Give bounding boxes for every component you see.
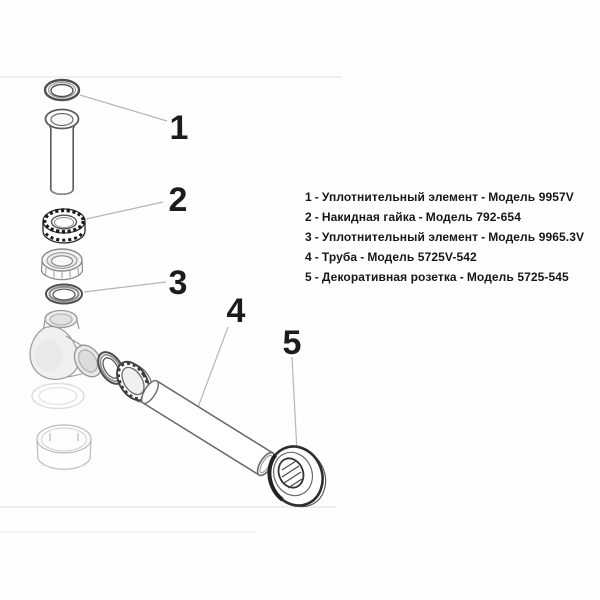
- legend-item-name: Уплотнительный элемент: [321, 190, 479, 204]
- legend-separator: -: [314, 230, 319, 244]
- part-4-tube: [140, 379, 276, 477]
- legend-item-2: 2-Накидная гайка-Модель 792-654: [305, 207, 584, 227]
- parts-legend: 1-Уплотнительный элемент-Модель 9957V 2-…: [305, 187, 584, 287]
- legend-item-4: 4-Труба-Модель 5725V-542: [305, 247, 584, 267]
- callout-3: 3: [169, 264, 188, 302]
- background-edge-lines: [0, 76, 342, 533]
- legend-separator: -: [314, 190, 319, 204]
- legend-separator: -: [481, 190, 486, 204]
- bottom-cup-icon: [36, 424, 92, 471]
- callout-numbers: 1 2 3 4 5: [169, 109, 302, 362]
- legend-separator: -: [360, 250, 365, 264]
- part-5-rosette: [267, 444, 327, 508]
- part-2-union-nut: [42, 208, 86, 244]
- leader-lines: [79, 94, 298, 453]
- legend-item-5: 5-Декоративная розетка-Модель 5725-545: [305, 267, 584, 287]
- legend-item-name: Декоративная розетка: [321, 270, 457, 284]
- legend-separator: -: [481, 230, 486, 244]
- legend-item-model: Модель 792-654: [425, 210, 521, 224]
- body-nut-icon: [40, 248, 84, 281]
- callout-4: 4: [227, 292, 246, 330]
- legend-item-number: 3: [305, 230, 312, 244]
- legend-item-name: Труба: [321, 250, 358, 264]
- callout-2: 2: [169, 181, 188, 219]
- legend-separator: -: [459, 270, 464, 284]
- legend-separator: -: [314, 250, 319, 264]
- ghost-seal-ring-icon: [31, 382, 85, 410]
- legend-item-name: Уплотнительный элемент: [321, 230, 479, 244]
- legend-separator: -: [314, 210, 319, 224]
- legend-item-number: 4: [305, 250, 312, 264]
- legend-item-model: Модель 9965.3V: [488, 230, 585, 244]
- legend-separator: -: [418, 210, 423, 224]
- siphon-body-icon: [29, 309, 103, 380]
- legend-item-number: 2: [305, 210, 312, 224]
- legend-item-name: Накидная гайка: [321, 210, 416, 224]
- part-3-seal-ring: [45, 283, 83, 305]
- callout-1: 1: [170, 109, 189, 147]
- legend-item-number: 1: [305, 190, 312, 204]
- legend-separator: -: [314, 270, 319, 284]
- legend-item-model: Модель 5725-545: [466, 270, 569, 284]
- legend-item-model: Модель 5725V-542: [367, 250, 477, 264]
- tailpiece-tube-icon: [44, 108, 80, 196]
- legend-item-number: 5: [305, 270, 312, 284]
- part-1-seal-ring: [43, 78, 81, 102]
- legend-item-model: Модель 9957V: [488, 190, 574, 204]
- callout-5: 5: [283, 324, 302, 362]
- legend-item-1: 1-Уплотнительный элемент-Модель 9957V: [305, 187, 584, 207]
- legend-item-3: 3-Уплотнительный элемент-Модель 9965.3V: [305, 227, 584, 247]
